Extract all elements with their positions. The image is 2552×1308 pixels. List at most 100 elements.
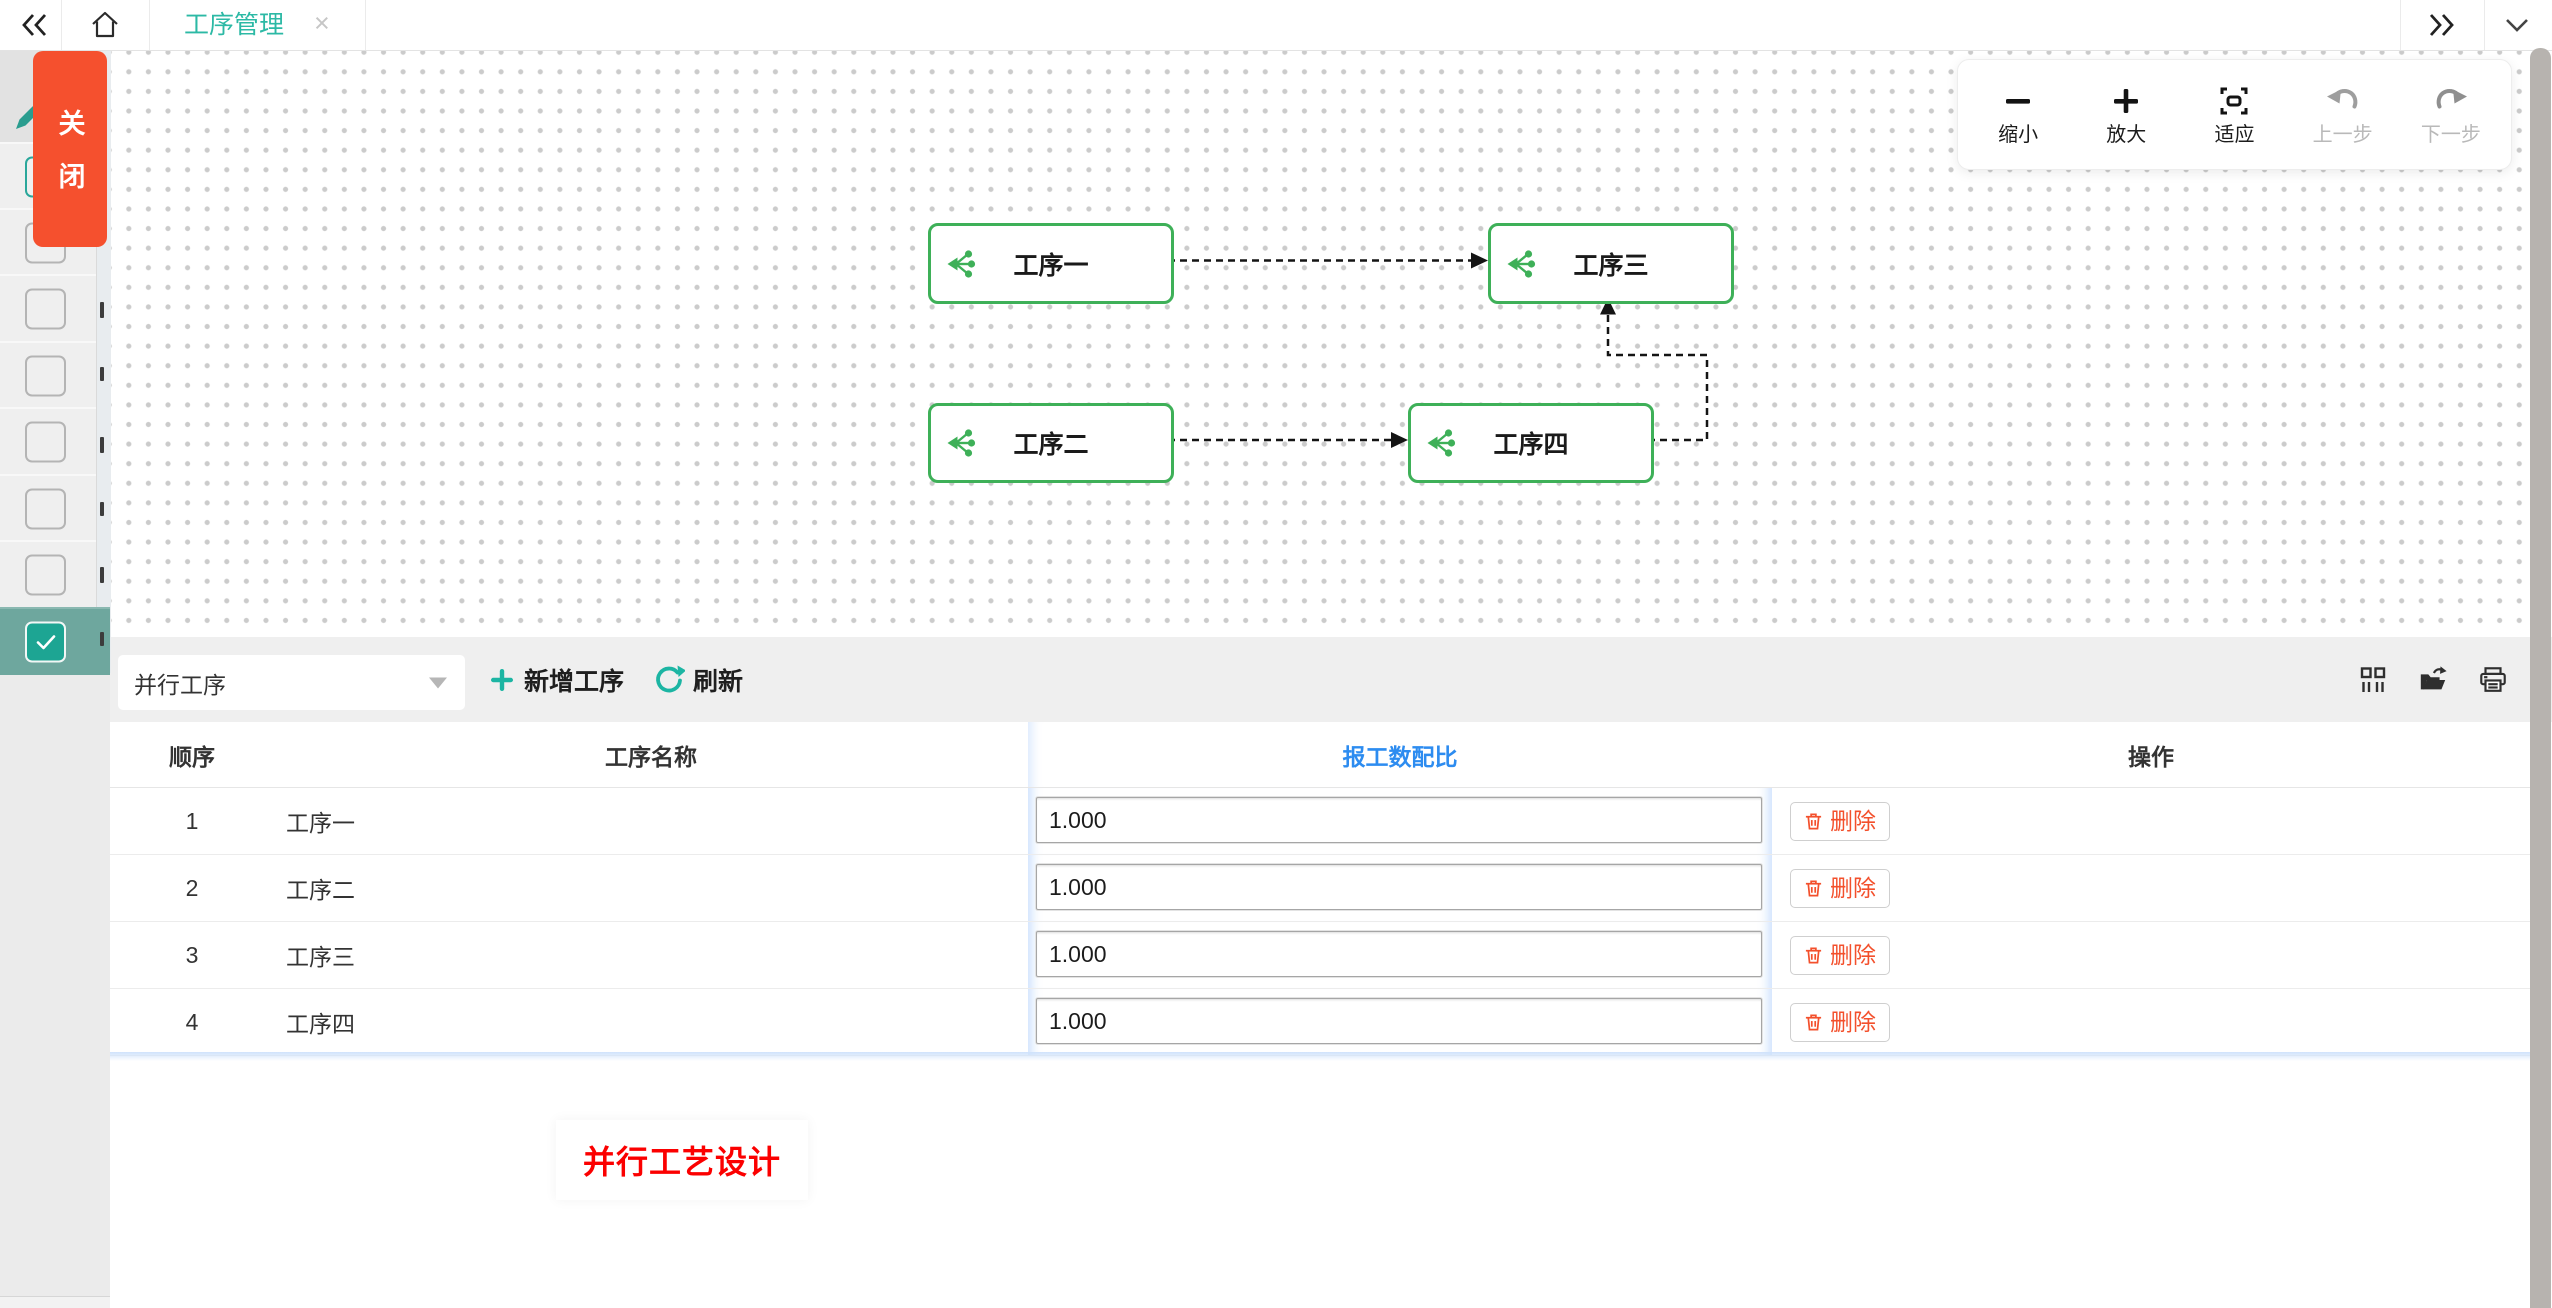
- close-panel-button[interactable]: 关闭: [33, 51, 107, 247]
- table-row: 4 工序四 删除: [110, 989, 2530, 1056]
- divider: [2400, 0, 2401, 50]
- ratio-cell: [1028, 855, 1772, 921]
- redo-icon: [2436, 88, 2467, 109]
- columns-setting-icon[interactable]: [2358, 665, 2388, 695]
- flow-node-process-1[interactable]: 工序一: [928, 223, 1174, 304]
- name-cell: 工序三: [286, 944, 355, 970]
- row-checkbox[interactable]: [25, 421, 66, 463]
- ratio-cell: [1028, 788, 1772, 854]
- col-header-ratio[interactable]: 报工数配比: [1028, 722, 1772, 787]
- action-cell: 删除: [1772, 1002, 2530, 1042]
- annotation-text: 并行工艺设计: [582, 1144, 781, 1180]
- process-flow-canvas[interactable]: 工序一 工序三 工序二 工序四 缩小 放大: [110, 50, 2530, 637]
- col-header-action: 操作: [2128, 743, 2174, 770]
- delete-label: 删除: [1830, 874, 1876, 901]
- sidebar-footer: [0, 1297, 110, 1308]
- name-cell: 工序四: [286, 1011, 355, 1037]
- table-bottom-shadow: [110, 1052, 2530, 1061]
- zoom-out-label: 缩小: [1998, 124, 2039, 146]
- sidebar-row[interactable]: [0, 407, 96, 475]
- zoom-out-button[interactable]: 缩小: [1975, 84, 2061, 145]
- tab-close-icon[interactable]: ×: [314, 8, 330, 38]
- refresh-button[interactable]: 刷新: [653, 637, 743, 722]
- select-caret-icon: [429, 677, 447, 688]
- branch-icon: [947, 429, 976, 457]
- clipped-text-fragment: [100, 302, 104, 318]
- tab-menu-chevron-down-icon[interactable]: [2502, 16, 2532, 34]
- row-checkbox[interactable]: [25, 355, 66, 397]
- ratio-input[interactable]: [1036, 864, 1762, 910]
- sidebar-row[interactable]: [0, 274, 96, 342]
- collapse-sidebar-icon[interactable]: [18, 11, 54, 39]
- sidebar-row[interactable]: [0, 540, 96, 608]
- ratio-cell: [1028, 922, 1772, 988]
- branch-icon: [1507, 249, 1536, 278]
- process-type-value: 并行工序: [134, 671, 226, 698]
- process-type-select[interactable]: 并行工序: [118, 655, 465, 710]
- trash-icon: [1805, 947, 1822, 964]
- plus-icon: [2114, 89, 2139, 113]
- row-checkbox[interactable]: [25, 288, 66, 330]
- delete-button[interactable]: 删除: [1790, 1002, 1890, 1042]
- flow-node-process-3[interactable]: 工序三: [1488, 223, 1734, 304]
- sidebar-row[interactable]: [0, 474, 96, 542]
- table-toolbar: 并行工序 新增工序 刷新: [110, 637, 2552, 722]
- seq-cell: 1: [185, 807, 199, 834]
- undo-button[interactable]: 上一步: [2300, 84, 2386, 145]
- tab-process-management[interactable]: 工序管理: [184, 11, 285, 39]
- export-icon[interactable]: [2418, 665, 2448, 695]
- fit-screen-icon: [2220, 87, 2248, 115]
- refresh-label: 刷新: [693, 667, 744, 696]
- seq-cell: 4: [185, 1008, 199, 1035]
- flow-node-process-4[interactable]: 工序四: [1408, 403, 1654, 483]
- delete-button[interactable]: 删除: [1790, 868, 1890, 908]
- table-action-icons: [2358, 637, 2508, 722]
- delete-button[interactable]: 删除: [1790, 801, 1890, 841]
- plus-icon: [491, 668, 513, 691]
- zoom-in-button[interactable]: 放大: [2083, 84, 2169, 145]
- expand-tabs-icon[interactable]: [2425, 11, 2461, 39]
- print-icon[interactable]: [2478, 665, 2508, 695]
- clipped-text-fragment: [100, 567, 104, 583]
- home-icon[interactable]: [88, 9, 122, 41]
- annotation-box: 并行工艺设计: [556, 1120, 808, 1200]
- redo-button[interactable]: 下一步: [2408, 84, 2494, 145]
- ratio-cell: [1028, 989, 1772, 1055]
- add-process-button[interactable]: 新增工序: [488, 637, 624, 722]
- minus-icon: [2006, 99, 2031, 104]
- flow-node-label: 工序一: [1013, 251, 1089, 280]
- fit-view-button[interactable]: 适应: [2191, 84, 2277, 145]
- ratio-input[interactable]: [1036, 998, 1762, 1044]
- top-tab-bar: 工序管理 ×: [0, 0, 2552, 51]
- row-checkbox[interactable]: [25, 488, 66, 530]
- delete-label: 删除: [1830, 807, 1876, 834]
- name-cell: 工序二: [286, 877, 355, 903]
- sidebar-row[interactable]: [0, 341, 96, 409]
- col-header-name: 工序名称: [605, 743, 697, 770]
- flow-node-label: 工序二: [1013, 431, 1089, 459]
- delete-label: 删除: [1830, 941, 1876, 968]
- divider: [149, 0, 150, 50]
- branch-icon: [947, 249, 976, 278]
- trash-icon: [1805, 813, 1822, 830]
- action-cell: 删除: [1772, 801, 2530, 841]
- divider: [365, 0, 366, 50]
- divider: [0, 1296, 110, 1297]
- clipped-text-fragment: [100, 502, 104, 516]
- ratio-input[interactable]: [1036, 931, 1762, 977]
- row-checkbox-checked[interactable]: [25, 621, 66, 663]
- table-row: 3 工序三 删除: [110, 922, 2530, 989]
- refresh-icon: [656, 665, 685, 692]
- flow-node-process-2[interactable]: 工序二: [928, 403, 1174, 483]
- trash-icon: [1805, 880, 1822, 897]
- delete-button[interactable]: 删除: [1790, 935, 1890, 975]
- divider: [61, 0, 62, 50]
- ratio-input[interactable]: [1036, 797, 1762, 843]
- sidebar-row-selected[interactable]: [0, 607, 110, 675]
- vertical-scrollbar-thumb[interactable]: [2530, 48, 2551, 1308]
- branch-icon: [1427, 429, 1456, 457]
- undo-icon: [2326, 88, 2358, 109]
- redo-label: 下一步: [2420, 124, 2481, 146]
- row-checkbox[interactable]: [25, 554, 66, 596]
- trash-icon: [1805, 1014, 1822, 1031]
